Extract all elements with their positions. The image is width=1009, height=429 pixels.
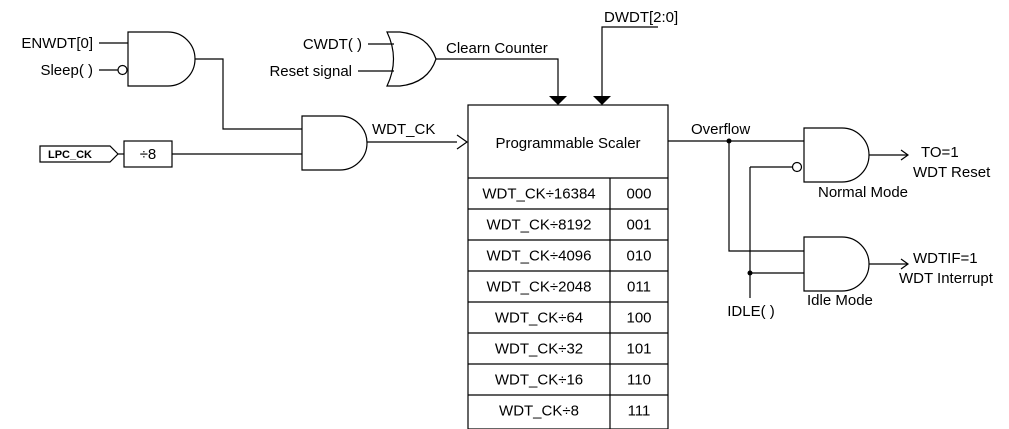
scaler-row-label: WDT_CK÷8192: [487, 217, 592, 234]
scaler-row-code: 110: [627, 372, 651, 389]
wdt-ck-and-gate: [301, 115, 368, 171]
clear-counter-arrow: [549, 96, 567, 105]
wdt-reset-arrow: [900, 149, 910, 161]
overflow-to-idle-wire: [728, 141, 804, 252]
scaler-row-label: WDT_CK÷32: [495, 341, 583, 358]
scaler-row-code: 000: [626, 186, 651, 203]
sleep-label: Sleep( ): [40, 62, 93, 79]
wdtif-label: WDTIF=1: [913, 250, 978, 267]
lpc-ck-label: LPC_CK: [48, 149, 92, 161]
idle-mode-label: Idle Mode: [807, 292, 873, 309]
scaler-row-code: 100: [626, 310, 651, 327]
sleep-inverter-bubble: [117, 64, 128, 76]
scaler-row-label: WDT_CK÷64: [495, 310, 583, 327]
normal-mode-and-gate: [803, 127, 870, 183]
scaler-row-code: 010: [626, 248, 651, 265]
wdt-reset-label: WDT Reset: [913, 164, 991, 181]
enwdt-label: ENWDT[0]: [21, 35, 93, 52]
wdt-interrupt-label: WDT Interrupt: [899, 270, 994, 287]
scaler-row-label: WDT_CK÷16384: [482, 186, 595, 203]
dwdt-label: DWDT[2:0]: [604, 9, 678, 26]
divide-by-8-box: [123, 140, 173, 168]
reset-signal-label: Reset signal: [269, 63, 352, 80]
clear-counter-wire: [436, 58, 559, 96]
to-label: TO=1: [921, 144, 959, 161]
scaler-title: Programmable Scaler: [495, 135, 640, 152]
idle-mode-and-gate: [803, 236, 870, 292]
scaler-row-label: WDT_CK÷16: [495, 372, 583, 389]
clock-input-marker: [456, 134, 469, 150]
scaler-row-label: WDT_CK÷4096: [487, 248, 592, 265]
clear-counter-label: Clearn Counter: [446, 40, 548, 57]
programmable-scaler-box: [467, 104, 669, 429]
scaler-row-label: WDT_CK÷8: [499, 403, 579, 420]
divide-by-8-label: ÷8: [140, 146, 157, 163]
normal-mode-label: Normal Mode: [818, 184, 908, 201]
dwdt-wire: [601, 26, 658, 96]
enable-and-gate: [127, 31, 196, 87]
lpc-ck-input-pin: [39, 145, 119, 163]
overflow-label: Overflow: [691, 121, 750, 138]
clear-or-gate: [386, 31, 437, 87]
scaler-row-code: 111: [628, 403, 651, 420]
scaler-row-code: 011: [627, 279, 651, 296]
scaler-row-label: WDT_CK÷2048: [487, 279, 592, 296]
idle-junction: [747, 270, 753, 276]
scaler-row-code: 001: [626, 217, 651, 234]
wdt-interrupt-arrow: [900, 258, 910, 270]
scaler-row-code: 101: [626, 341, 651, 358]
idle-label: IDLE( ): [727, 303, 775, 320]
dwdt-arrow: [593, 96, 611, 105]
cwdt-label: CWDT( ): [303, 36, 362, 53]
wdt-ck-label: WDT_CK: [372, 121, 435, 138]
idle-inverter-bubble: [791, 161, 803, 173]
enable-gate-output-wire: [195, 58, 302, 130]
